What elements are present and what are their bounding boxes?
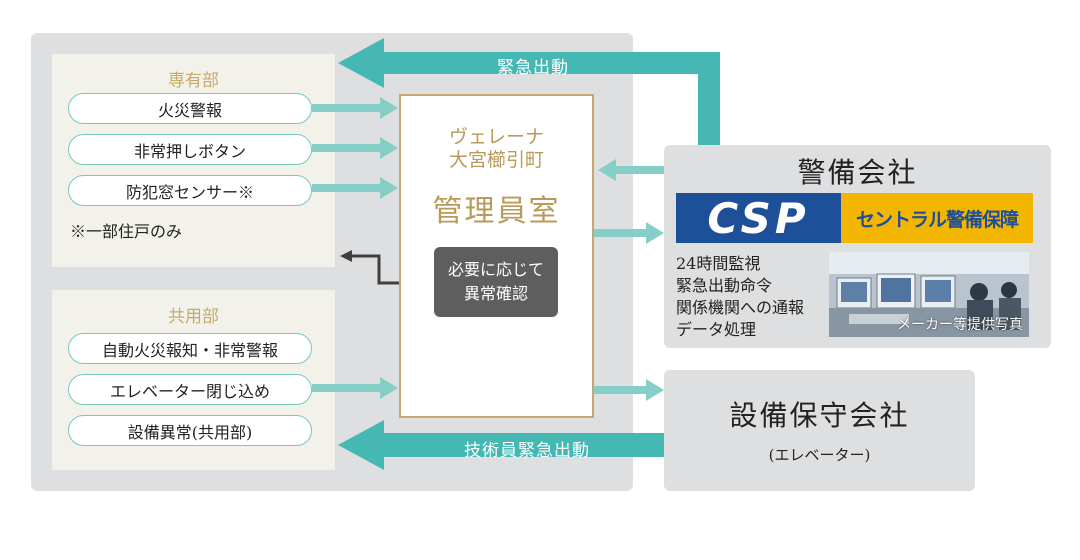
confirmation-line2: 異常確認 [463, 284, 528, 303]
alarm-item-equipment: 設備異常(共用部) [68, 415, 312, 446]
private-area-note: ※一部住戸のみ [70, 222, 183, 241]
maintenance-company-subtitle: (エレベーター) [768, 446, 871, 464]
duty-item: 24時間監視 [676, 254, 761, 273]
technician-dispatch-arrow [338, 420, 664, 470]
confirmation-box: 必要に応じて 異常確認 [434, 247, 558, 317]
building-name-line2: 大宮櫛引町 [448, 149, 544, 171]
alarm-item-emergency-button: 非常押しボタン [68, 134, 312, 165]
report-arrows [312, 97, 664, 401]
alarm-item-window-sensor: 防犯窓センサー※ [68, 175, 312, 206]
building-name-line1: ヴェレーナ [448, 126, 544, 148]
duty-item: データ処理 [676, 320, 757, 339]
common-area-title: 共用部 [168, 307, 219, 327]
alarm-item-elevator: エレベーター閉じ込め [68, 374, 312, 405]
maintenance-company-panel [664, 370, 975, 491]
security-company-title: 警備会社 [797, 156, 918, 189]
management-office-title: 管理員室 [432, 194, 561, 229]
photo-caption: メーカー等提供写真 [897, 317, 1023, 333]
emergency-dispatch-label: 緊急出動 [497, 58, 569, 78]
duty-item: 関係機関への通報 [676, 298, 805, 317]
duty-item: 緊急出動命令 [676, 276, 773, 295]
photo-illustration [829, 252, 1029, 337]
technician-dispatch-label: 技術員緊急出動 [464, 441, 590, 461]
private-area-title: 専有部 [168, 71, 219, 91]
alarm-item-fire: 火災警報 [68, 93, 312, 124]
emergency-dispatch-arrow [338, 38, 720, 145]
company-logo-name: セントラル警備保障 [841, 193, 1033, 243]
confirmation-line1: 必要に応じて [447, 260, 544, 279]
csp-logo: CSP [676, 193, 841, 243]
maintenance-company-title: 設備保守会社 [729, 399, 910, 432]
alarm-item-auto-fire: 自動火災報知・非常警報 [68, 333, 312, 364]
monitoring-room-photo [829, 252, 1029, 337]
